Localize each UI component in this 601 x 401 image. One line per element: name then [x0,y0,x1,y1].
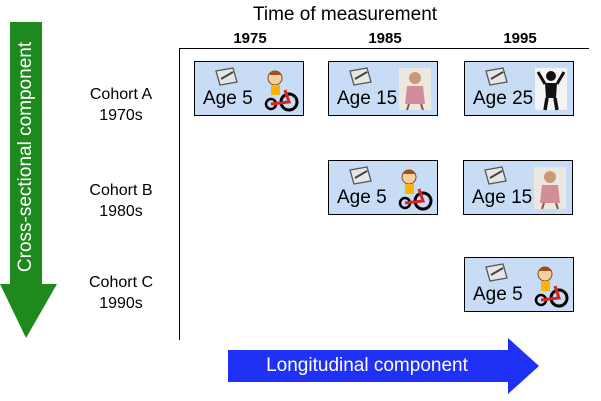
child-tricycle-icon [534,266,569,308]
clipboard-test-icon [349,67,372,86]
cell-cohort-b-1995: Age 15 [463,160,573,215]
time-axis-title: Time of measurement [252,4,438,25]
clipboard-test-icon [485,263,508,282]
age-label: Age 5 [473,284,523,305]
adult-silhouette-icon [535,68,567,111]
cohort-label-c: Cohort C 1990s [88,274,154,312]
year-label-1985: 1985 [368,30,402,47]
clipboard-test-icon [484,166,507,185]
longitudinal-arrow [228,338,539,394]
year-label-1975: 1975 [233,30,267,47]
age-label: Age 15 [472,187,533,208]
cohort-label-a: Cohort A 1970s [89,86,153,124]
cell-cohort-a-1985: Age 15 [328,61,438,116]
cohort-label-b: Cohort B 1980s [89,182,153,220]
age-label: Age 5 [203,88,253,109]
horizontal-axis-line [179,48,589,49]
cross-sectional-arrow [0,22,57,338]
clipboard-test-icon [349,166,372,185]
cell-cohort-a-1995: Age 25 [464,61,574,116]
child-tricycle-icon [264,70,299,112]
teen-photo-icon [399,68,431,111]
year-label-1995: 1995 [503,30,537,47]
cell-cohort-a-1975: Age 5 [194,61,304,116]
vertical-axis-line [179,48,180,340]
cross-sectional-label: Cross-sectional component [15,41,36,273]
cell-cohort-b-1985: Age 5 [328,160,438,215]
age-label: Age 15 [337,88,398,109]
age-label: Age 5 [337,187,387,208]
clipboard-test-icon [485,67,508,86]
clipboard-test-icon [215,67,238,86]
child-tricycle-icon [398,169,433,211]
longitudinal-label: Longitudinal component [266,355,468,376]
age-label: Age 25 [473,88,534,109]
cell-cohort-c-1995: Age 5 [464,257,574,312]
teen-photo-icon [534,167,566,210]
